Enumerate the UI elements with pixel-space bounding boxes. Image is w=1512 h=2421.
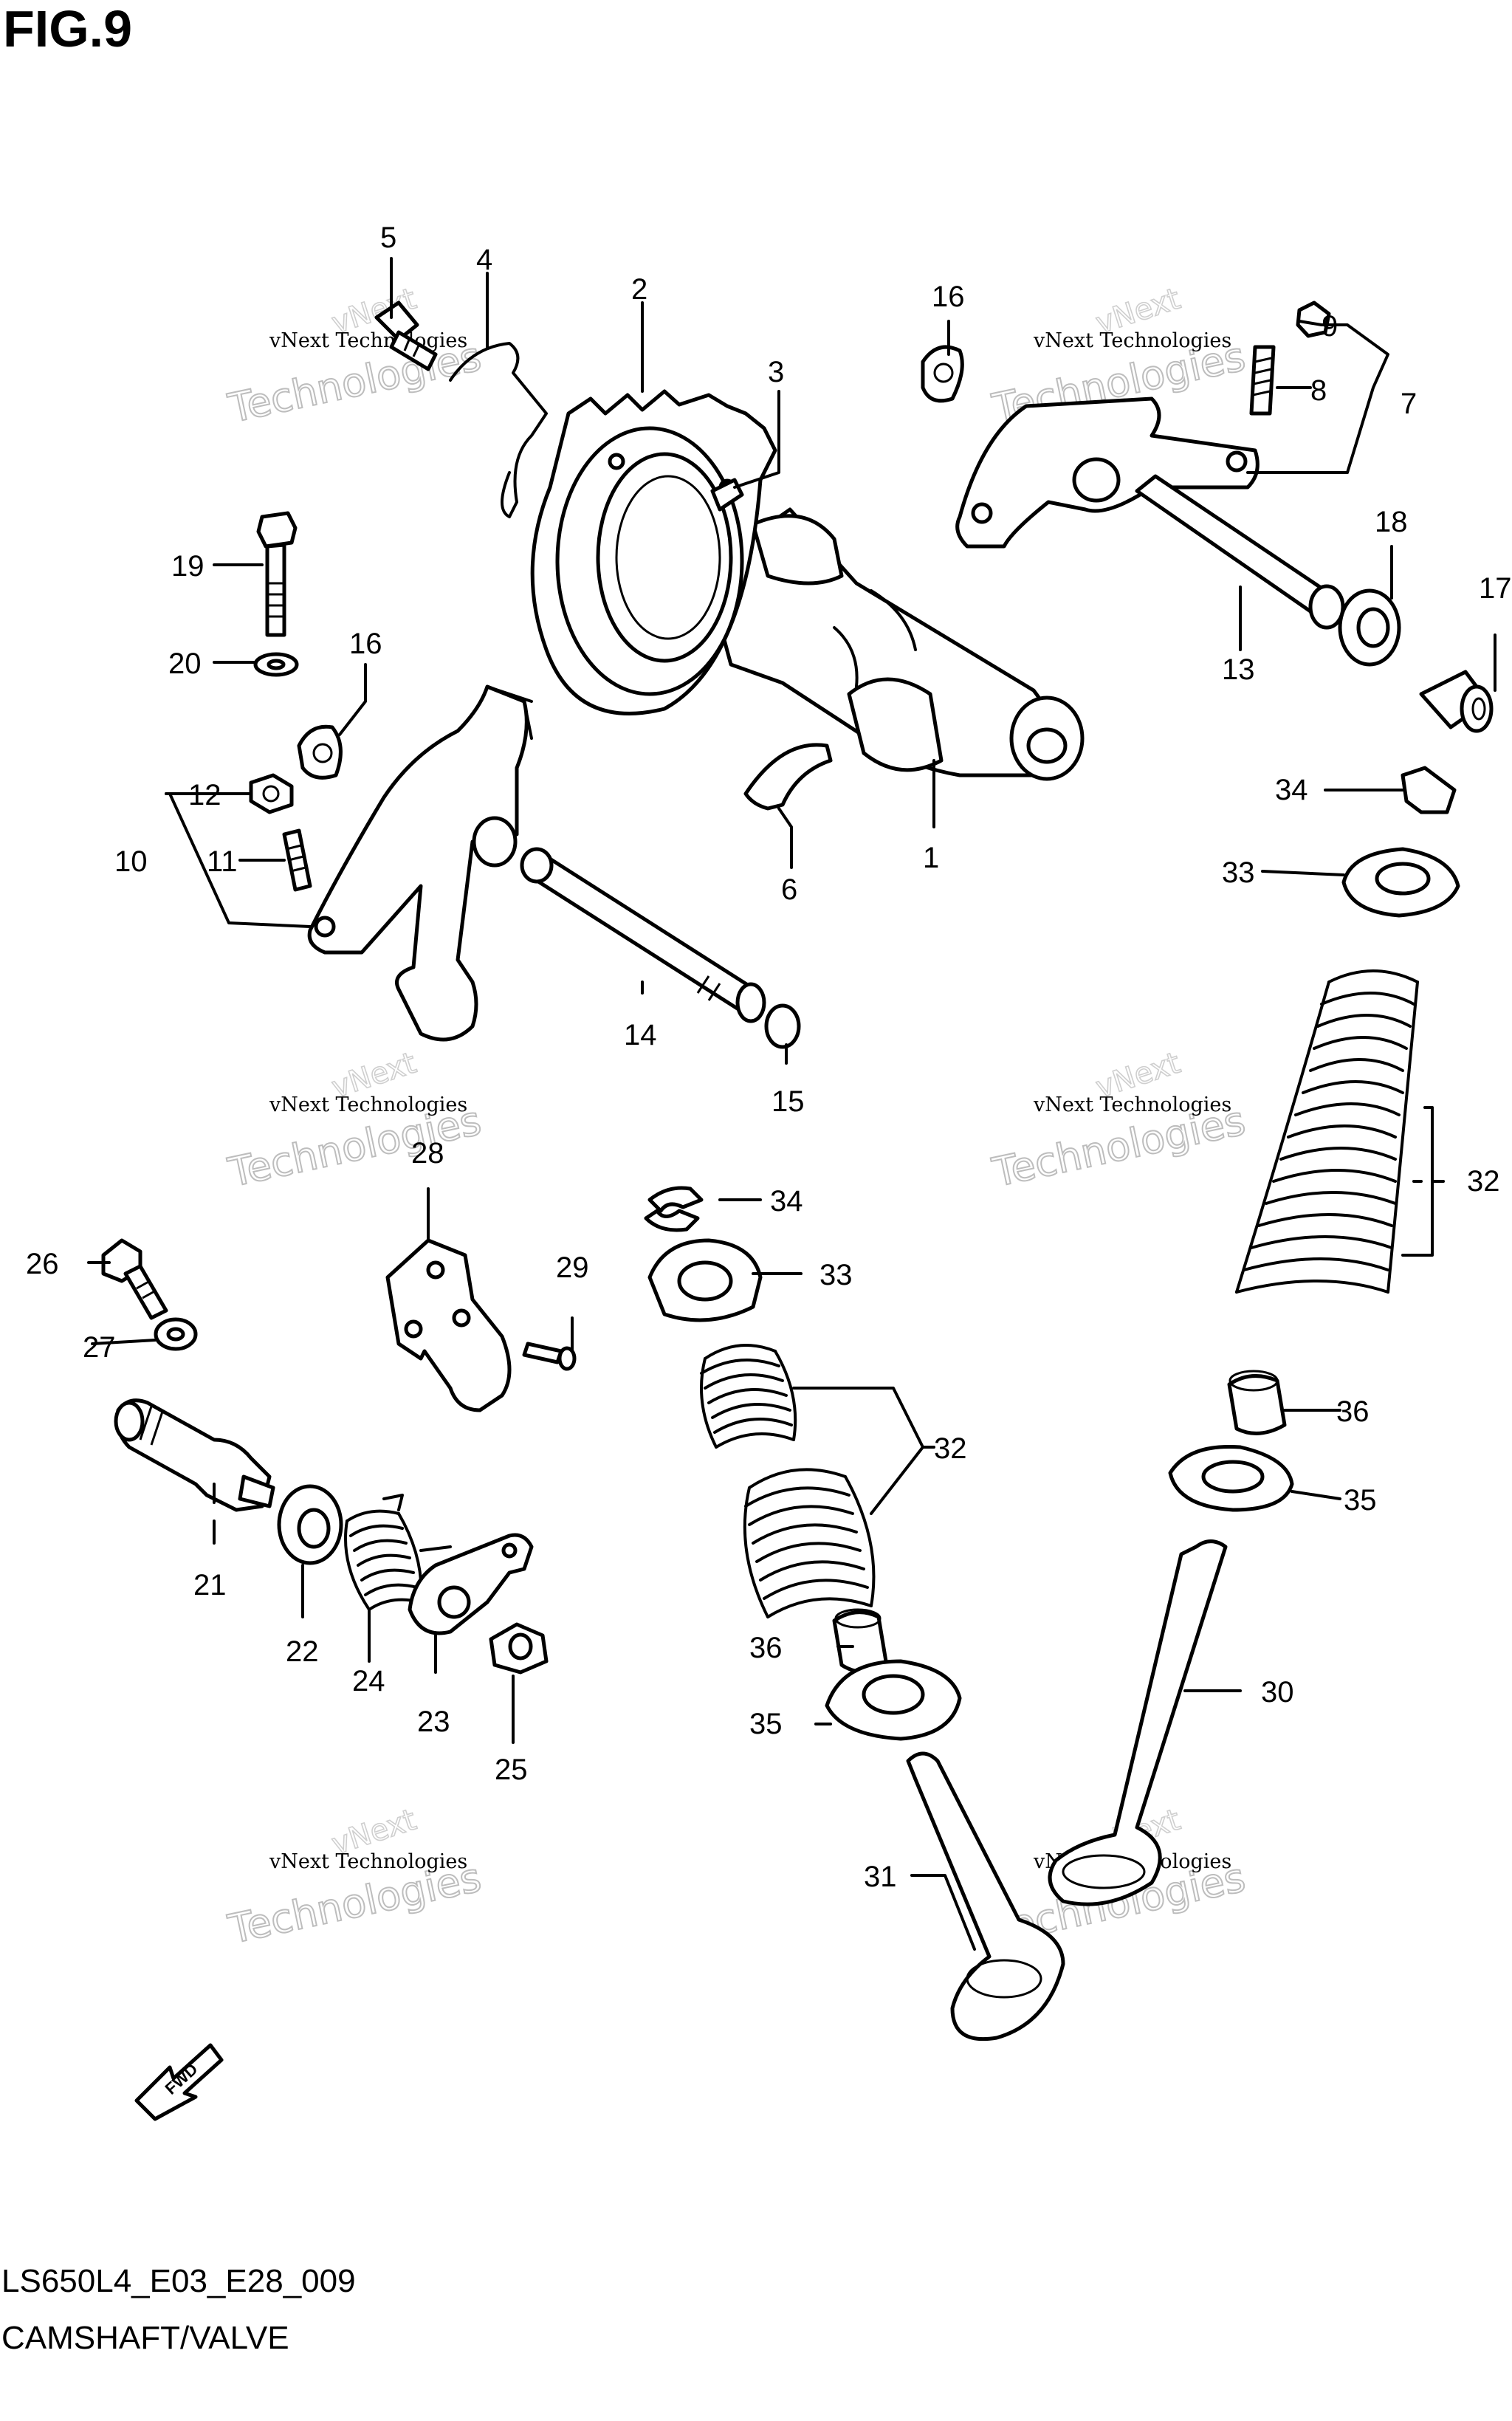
figure-title: FIG.9	[3, 0, 133, 58]
bolt-19-part	[256, 511, 298, 637]
callout-33a: 33	[819, 1259, 853, 1291]
callout-30: 30	[1261, 1676, 1294, 1709]
watermark-4: vNext Technologies vNext Technologies	[988, 1045, 1250, 1197]
spring-seat-35-right-part	[1168, 1444, 1294, 1512]
decomp-shaft-part	[114, 1398, 275, 1512]
callout-36b: 36	[1336, 1395, 1370, 1428]
svg-text:vNext Technologies: vNext Technologies	[269, 1850, 467, 1873]
watermark-2: vNext Technologies vNext Technologies	[988, 281, 1250, 433]
callout-36a: 36	[749, 1632, 783, 1664]
svg-text:vNext Technologies: vNext Technologies	[269, 329, 467, 352]
washer-18-part	[1338, 588, 1401, 667]
watermark-3: vNext Technologies vNext Technologies	[224, 1045, 486, 1197]
decomp-lever-part	[408, 1533, 534, 1635]
screw-29-part	[522, 1342, 577, 1371]
svg-text:vNext Technologies: vNext Technologies	[1033, 1093, 1231, 1116]
svg-text:vNext Technologies: vNext Technologies	[269, 1093, 467, 1116]
leader-lines	[87, 257, 1496, 1951]
rocker-shaft-left-part	[520, 847, 766, 1023]
callout-35b: 35	[1344, 1484, 1377, 1517]
callout-4: 4	[476, 244, 492, 276]
callout-25: 25	[495, 1754, 528, 1786]
retainer-33-right-part	[1341, 847, 1460, 918]
rocker-arm-left-part	[307, 684, 533, 1042]
spacer-16-upper-part	[921, 345, 964, 403]
callout-10: 10	[114, 845, 148, 878]
cam-sprocket-part	[530, 389, 777, 715]
callout-20: 20	[168, 648, 202, 680]
bracket-28-part	[385, 1238, 512, 1412]
callout-11: 11	[207, 845, 238, 878]
callout-27: 27	[83, 1331, 116, 1364]
callout-22: 22	[286, 1635, 319, 1668]
diagram-code: LS650L4_E03_E28_009	[1, 2263, 356, 2299]
rocker-shaft-right-part	[1135, 474, 1345, 630]
callout-24: 24	[352, 1665, 385, 1697]
cotter-34-lower-part	[644, 1186, 704, 1232]
cotter-34-right-part	[1401, 766, 1457, 814]
valve-31-part	[906, 1751, 1065, 2041]
callout-3: 3	[768, 356, 784, 388]
callout-32b: 32	[1467, 1165, 1500, 1198]
plug-17-part	[1419, 670, 1494, 733]
callout-6: 6	[781, 873, 797, 906]
parts: FWD	[101, 301, 1494, 2121]
callout-21: 21	[193, 1569, 227, 1601]
o-ring-15-part	[764, 1003, 801, 1049]
oil-seal-36-right-part	[1227, 1370, 1287, 1435]
bolt-26-part	[101, 1238, 168, 1320]
watermark-5: vNext Technologies vNext Technologies	[224, 1802, 486, 1954]
callout-1: 1	[923, 842, 939, 874]
camshaft-part	[703, 507, 1085, 781]
adjust-screw-left-part	[282, 828, 312, 892]
valve-30-part	[1048, 1539, 1228, 1906]
callout-13: 13	[1222, 653, 1255, 686]
svg-text:vNext Technologies: vNext Technologies	[1033, 329, 1231, 352]
callout-16a: 16	[932, 281, 965, 313]
callout-34b: 34	[1275, 774, 1308, 806]
callout-26: 26	[26, 1248, 59, 1280]
callout-5: 5	[380, 222, 396, 254]
callout-17: 17	[1479, 572, 1512, 605]
callout-23: 23	[417, 1706, 450, 1738]
callout-31: 31	[864, 1861, 897, 1893]
washer-22-part	[277, 1484, 343, 1565]
fwd-arrow-icon: FWD	[134, 2043, 224, 2121]
diagram-name: CAMSHAFT/VALVE	[1, 2320, 289, 2356]
valve-spring-32-lower-part	[700, 1344, 876, 1618]
callout-28: 28	[411, 1137, 444, 1170]
callouts: 1 2 3 4 5 6 7 8 9 10 11 12 13 14 15 16 1…	[26, 222, 1512, 1893]
callout-18: 18	[1375, 506, 1408, 538]
callout-7: 7	[1401, 388, 1417, 420]
oil-seal-36-lower-part	[832, 1608, 888, 1674]
watermark-1: vNext Technologies vNext Technologies	[224, 281, 486, 433]
retainer-33-lower-part	[647, 1238, 763, 1322]
callout-19: 19	[171, 550, 205, 583]
half-moon-seal-part	[743, 743, 833, 811]
wire-clip-part	[449, 342, 548, 518]
adjust-screw-right-part	[1249, 301, 1331, 416]
callout-29: 29	[556, 1251, 589, 1284]
spring-seat-35-lower-part	[825, 1659, 962, 1741]
valve-spring-32-right-part	[1235, 969, 1419, 1294]
callout-9: 9	[1322, 310, 1338, 343]
spacer-16-lower-part	[297, 724, 343, 780]
callout-15: 15	[772, 1085, 805, 1118]
nut-12-part	[249, 773, 294, 814]
callout-16b: 16	[349, 628, 382, 660]
callout-33b: 33	[1222, 856, 1255, 889]
nut-25-part	[489, 1622, 549, 1675]
washer-27-part	[154, 1317, 198, 1351]
callout-32a: 32	[934, 1432, 967, 1465]
callout-12: 12	[188, 779, 221, 811]
washer-20-part	[253, 652, 299, 677]
callout-14: 14	[624, 1019, 657, 1051]
callout-34a: 34	[770, 1185, 803, 1218]
callout-2: 2	[631, 273, 647, 306]
callout-35a: 35	[749, 1708, 783, 1740]
rocker-arm-right-part	[955, 396, 1260, 549]
callout-8: 8	[1310, 374, 1327, 407]
